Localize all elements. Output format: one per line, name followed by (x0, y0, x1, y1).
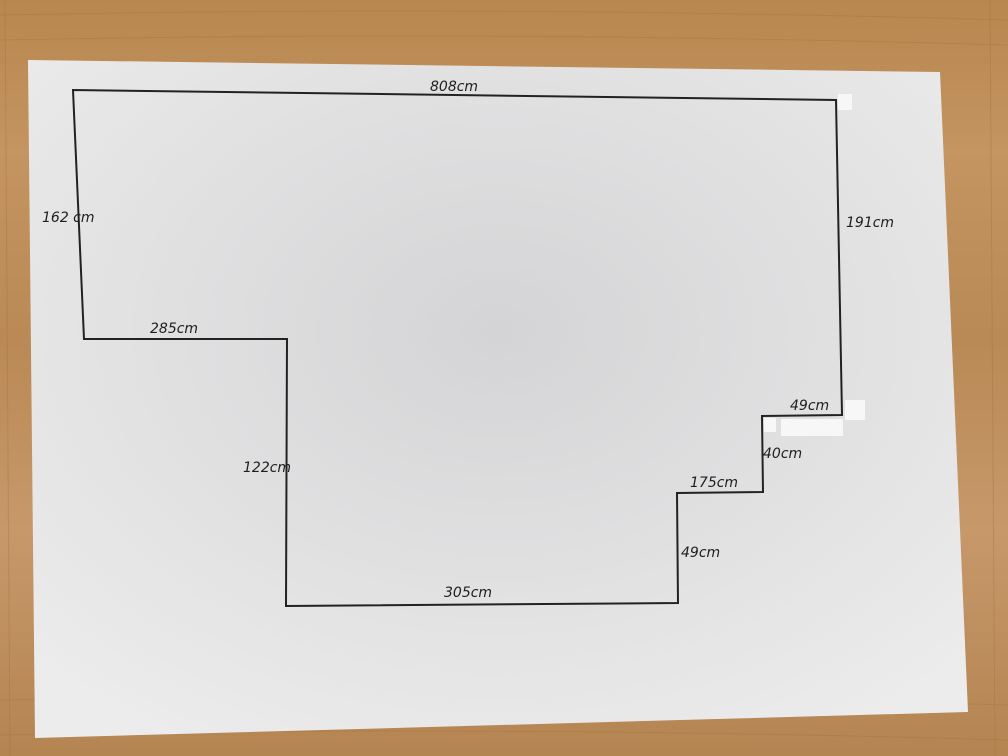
paper-sheet (28, 60, 968, 738)
tape-piece (781, 419, 843, 436)
label-right-upper: 191cm (846, 215, 894, 231)
label-bottom: 305cm (444, 585, 492, 601)
label-left-step: 285cm (150, 321, 198, 337)
label-right-lower: 49cm (681, 545, 720, 561)
label-step-riser: 40cm (763, 446, 802, 462)
label-step-mid: 175cm (690, 475, 738, 491)
floor-plan-outline (71, 88, 844, 608)
label-step-top: 49cm (790, 398, 829, 414)
label-left-lower: 122cm (243, 460, 291, 476)
tape-piece (764, 418, 776, 432)
label-top: 808cm (430, 79, 478, 95)
tape-piece (845, 400, 865, 420)
label-left-upper: 162 cm (42, 210, 95, 226)
tape-piece (838, 94, 852, 110)
